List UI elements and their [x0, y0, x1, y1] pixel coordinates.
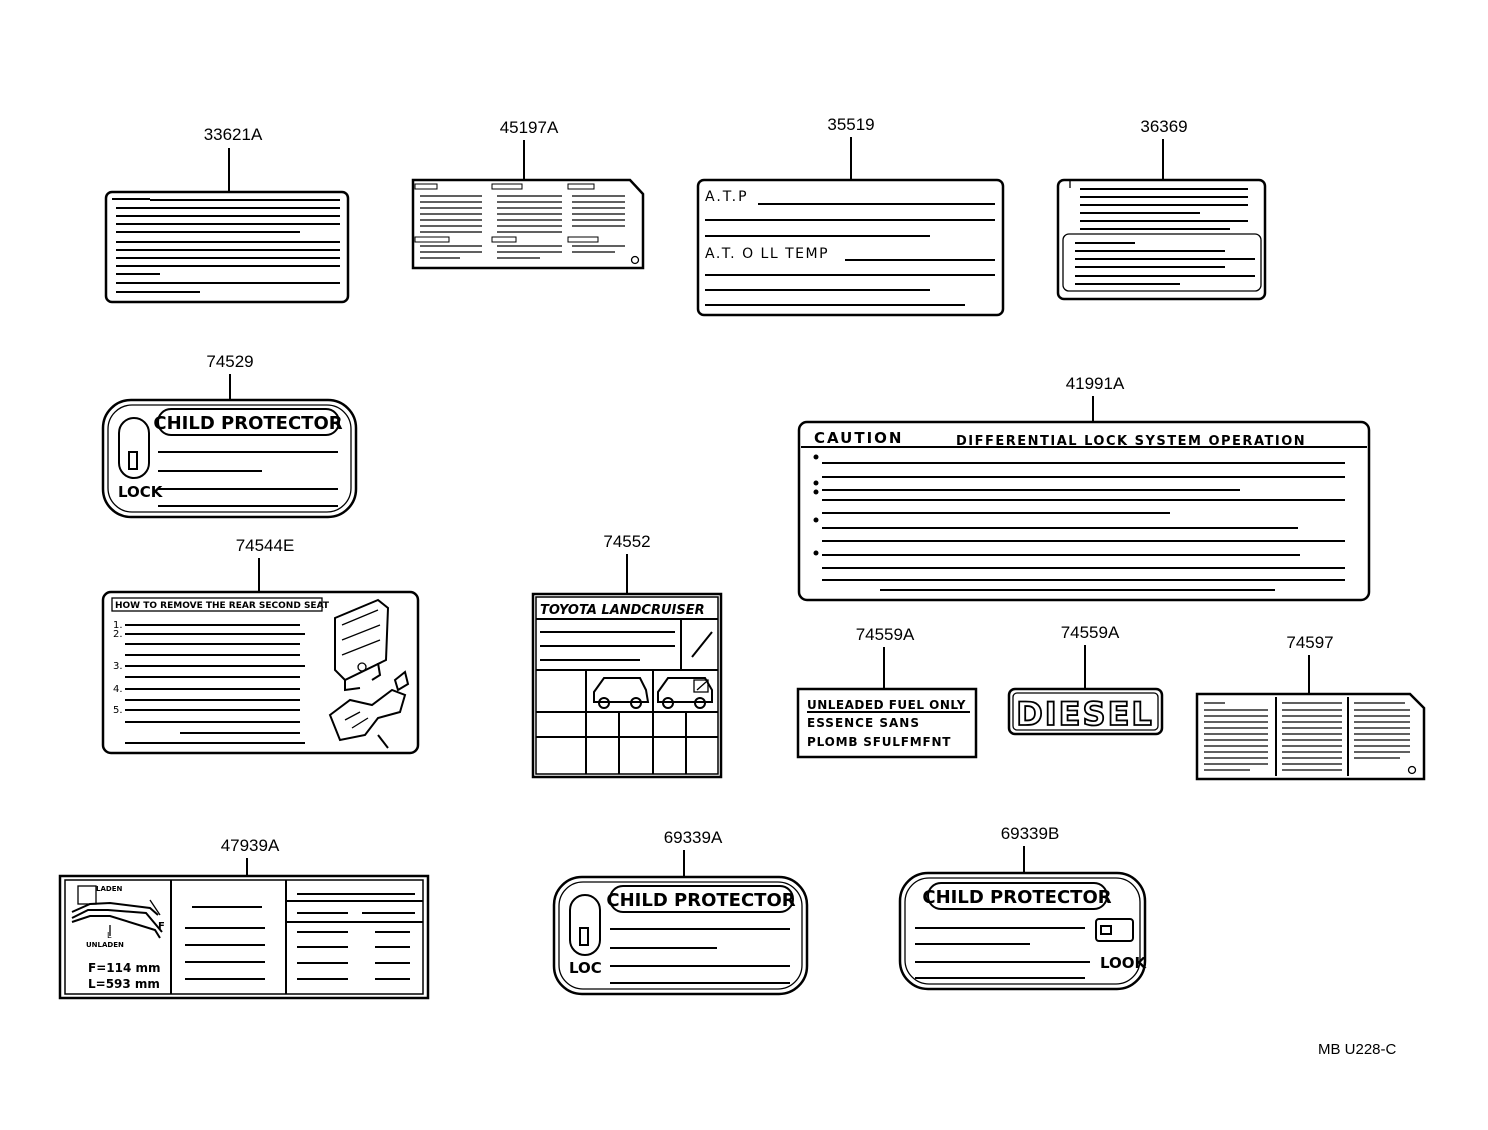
label-plate	[552, 875, 809, 996]
f-marker: F	[158, 921, 165, 932]
lock-knob-icon	[1100, 925, 1112, 935]
title-pill	[927, 882, 1108, 910]
part-number-35519: 35519	[827, 115, 874, 134]
step-5: 5.	[113, 705, 123, 716]
lock-text: LOOK	[1100, 954, 1148, 972]
vehicle-icon	[593, 677, 650, 709]
part-number-69339a: 69339A	[664, 828, 723, 847]
label-plate	[796, 687, 978, 759]
label-plate	[1195, 692, 1426, 781]
caution-heading: CAUTION	[814, 429, 903, 447]
step-4: 4.	[113, 684, 123, 695]
label-plate	[1056, 178, 1267, 301]
label-inner-border	[904, 877, 1141, 985]
label-69339a: 69339A CHILD PROTECTOR LOC	[552, 828, 809, 996]
label-33621a: 33621A	[104, 125, 350, 304]
l-marker: L	[107, 931, 112, 940]
unladen-label: UNLADEN	[86, 941, 124, 949]
label-plate	[104, 190, 350, 304]
part-number-74544e: 74544E	[236, 536, 295, 555]
part-number-74529: 74529	[206, 352, 253, 371]
lock-text: LOC	[569, 959, 602, 977]
title-pill	[609, 885, 794, 913]
remove-seat-title: HOW TO REMOVE THE REAR SECOND SEAT	[115, 601, 330, 611]
part-number-45197a: 45197A	[500, 118, 559, 137]
step-3: 3.	[113, 661, 123, 672]
label-74552: 74552 TOYOTA LANDCRUISER	[531, 532, 723, 779]
text-columns	[414, 183, 625, 259]
l-value: L=593 mm	[88, 977, 160, 991]
essence-text: ESSENCE SANS	[807, 716, 920, 730]
label-plate	[898, 871, 1147, 991]
child-protector-title: CHILD PROTECTOR	[153, 413, 342, 434]
instruction-lines	[125, 624, 305, 744]
label-plate	[101, 398, 358, 519]
unleaded-text: UNLEADED FUEL ONLY	[807, 698, 966, 712]
label-plate	[531, 592, 723, 779]
lock-text: LOCK	[118, 483, 164, 501]
corner-hole	[1407, 765, 1417, 775]
label-69339b: 69339B CHILD PROTECTOR LOOK	[898, 824, 1148, 991]
label-74529: 74529 CHILD PROTECTOR LOCK	[101, 352, 358, 519]
atf-temp-text: A.T. O LL TEMP	[705, 246, 829, 262]
lock-slot-icon	[569, 894, 601, 956]
text-lines	[112, 198, 340, 293]
title-box	[111, 597, 323, 612]
landcruiser-title: TOYOTA LANDCRUISER	[540, 603, 705, 618]
part-number-74552: 74552	[603, 532, 650, 551]
inner-panel	[1062, 233, 1262, 292]
diagram-code: MB U228-C	[1318, 1041, 1397, 1058]
label-41991a: 41991A CAUTION DIFFERENTIAL LOCK SYSTEM …	[797, 374, 1371, 602]
label-plate	[411, 178, 645, 270]
part-number-41991a: 41991A	[1066, 374, 1125, 393]
label-74597: 74597	[1195, 633, 1426, 781]
label-plate	[101, 590, 420, 755]
lock-knob-icon	[128, 451, 138, 470]
diff-lock-heading: DIFFERENTIAL LOCK SYSTEM OPERATION	[956, 434, 1306, 449]
lock-knob-icon	[579, 927, 589, 946]
label-plate	[696, 178, 1005, 317]
seat-illustration	[328, 598, 410, 749]
part-number-69339b: 69339B	[1001, 824, 1060, 843]
label-45197a: 45197A	[411, 118, 645, 270]
child-protector-title: CHILD PROTECTOR	[606, 890, 795, 911]
label-35519: 35519 A.T.P A.T. O LL TEMP	[696, 115, 1005, 317]
lock-slot-icon	[118, 417, 150, 479]
label-74544e: 74544E HOW TO REMOVE THE REAR SECOND SEA…	[101, 536, 420, 755]
laden-label: LADEN	[96, 885, 122, 893]
atp-text: A.T.P	[705, 189, 749, 205]
label-inner-border	[107, 404, 352, 513]
part-number-74559a: 74559A	[1061, 623, 1120, 642]
part-number-36369: 36369	[1140, 117, 1187, 136]
part-number-74559a: 74559A	[856, 625, 915, 644]
label-47939a: 47939A LADEN UNLAD	[58, 836, 430, 1000]
part-number-74597: 74597	[1286, 633, 1333, 652]
corner-hole	[630, 255, 640, 265]
part-number-47939a: 47939A	[221, 836, 280, 855]
cell-lines	[185, 893, 415, 980]
title-pill	[157, 408, 340, 436]
step-2: 2.	[113, 629, 123, 640]
part-number-33621a: 33621A	[204, 125, 263, 144]
diesel-text: DIESEL	[1016, 695, 1154, 733]
text-lines	[1069, 180, 1255, 285]
text-columns	[1204, 702, 1410, 771]
lock-slot-icon	[1095, 918, 1134, 942]
bullet-lines	[813, 454, 1345, 591]
label-74559a-diesel: 74559A DIESEL	[1007, 623, 1164, 736]
plomb-text: PLOMB SFULFMFNT	[807, 735, 951, 749]
label-74559a-unleaded: 74559A UNLEADED FUEL ONLY ESSENCE SANS P…	[796, 625, 978, 759]
child-protector-title: CHILD PROTECTOR	[922, 887, 1111, 908]
label-inner-border	[558, 881, 803, 990]
step-1: 1.	[113, 620, 123, 631]
suspension-diagram	[71, 885, 163, 939]
vehicle-loaded-icon	[657, 677, 713, 709]
f-value: F=114 mm	[88, 961, 161, 975]
label-plate	[58, 874, 430, 1000]
label-plate	[1007, 687, 1164, 736]
label-36369: 36369	[1056, 117, 1267, 301]
